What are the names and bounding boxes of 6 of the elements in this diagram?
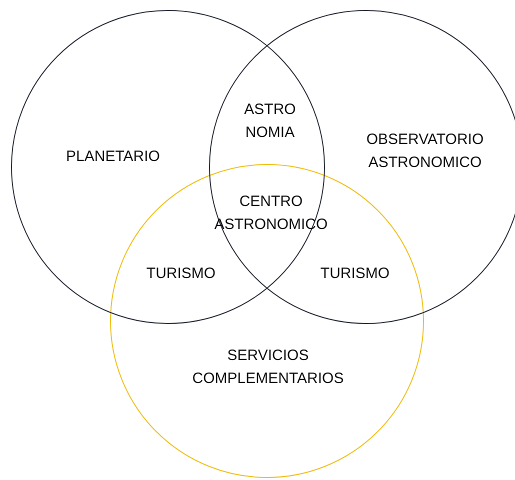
set-label: OBSERVATORIO ASTRONOMICO bbox=[365, 130, 485, 173]
set-label: SERVICIOS COMPLEMENTARIOS bbox=[191, 346, 345, 389]
overlap-label: TURISMO bbox=[145, 264, 217, 284]
overlap-label: TURISMO bbox=[319, 264, 391, 284]
set-label: PLANETARIO bbox=[65, 147, 161, 167]
overlap-label: ASTRO NOMIA bbox=[243, 100, 297, 143]
